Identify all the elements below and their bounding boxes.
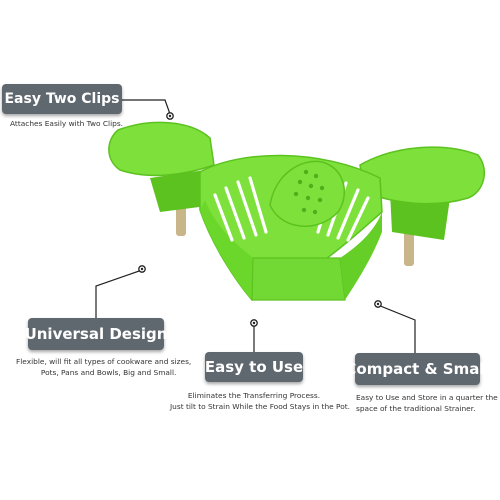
leader-compact-small — [377, 304, 416, 353]
feature-title-easy-two-clips: Easy Two Clips — [2, 84, 122, 114]
leader-easy-two-clips — [122, 99, 171, 115]
feature-title-compact-small: Compact & Small — [345, 353, 490, 385]
feature-desc-easy-two-clips: Attaches Easily with Two Clips. — [10, 118, 123, 129]
desc-line: space of the traditional Strainer. — [356, 404, 476, 413]
pointer-dot-centers — [140, 114, 380, 325]
callout-leaders — [95, 99, 416, 353]
feature-desc-easy-to-use: Eliminates the Transferring Process. Jus… — [170, 390, 350, 412]
desc-line: Easy to Use and Store in a quarter the — [356, 393, 498, 402]
desc-line: Pots, Pans and Bowls, Big and Small. — [40, 368, 177, 377]
feature-title-universal-design: Universal Design — [25, 318, 167, 350]
feature-desc-compact-small: Easy to Use and Store in a quarter the s… — [356, 392, 498, 414]
center-holes — [293, 169, 325, 215]
feature-desc-universal-design: Flexible, will fit all types of cookware… — [16, 356, 191, 378]
leader-universal-design — [95, 269, 143, 318]
desc-line: Just tilt to Strain While the Food Stays… — [170, 402, 350, 411]
strainer-product-image — [108, 121, 486, 301]
desc-line: Eliminates the Transferring Process. — [187, 391, 321, 400]
desc-line: Attaches Easily with Two Clips. — [10, 119, 124, 128]
desc-line: Flexible, will fit all types of cookware… — [16, 357, 192, 366]
feature-title-easy-to-use: Easy to Use — [205, 352, 303, 382]
